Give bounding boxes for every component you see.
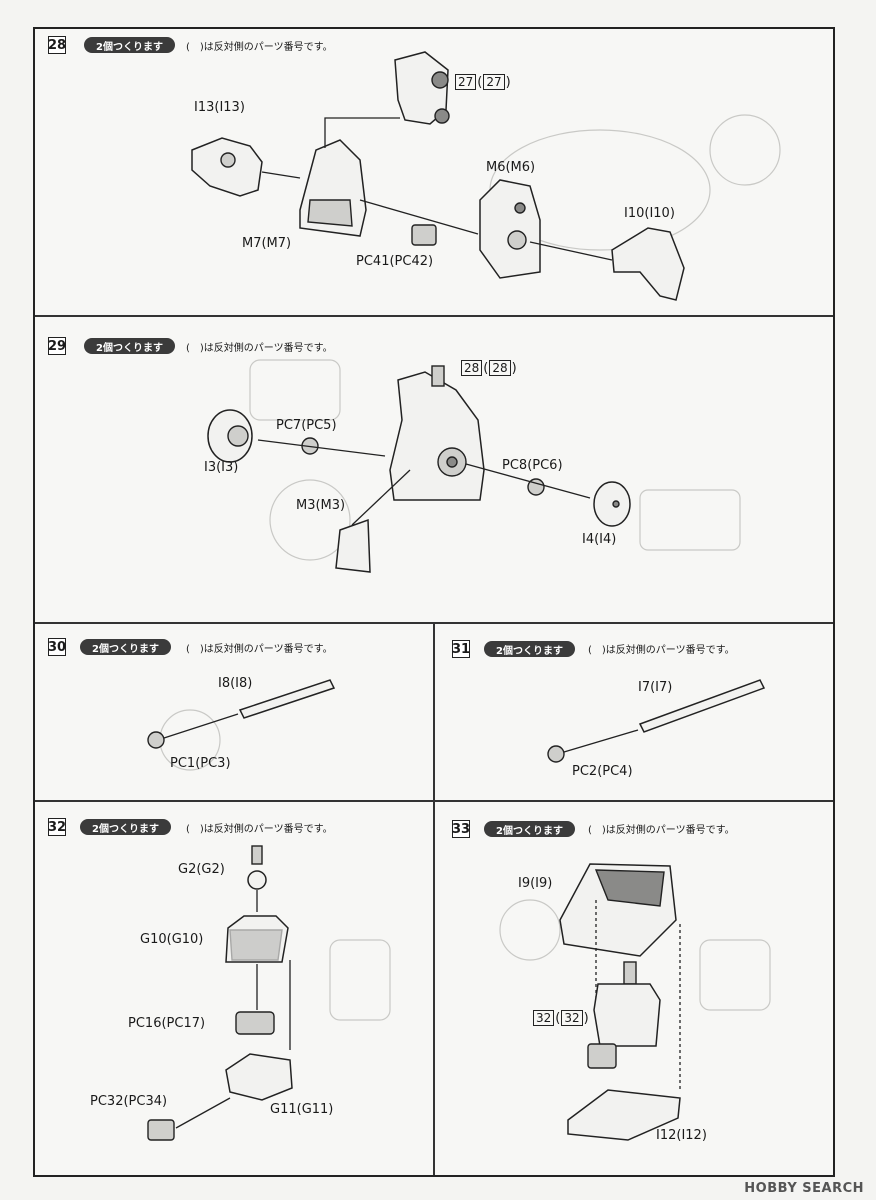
- label-g10: G10(G10): [140, 932, 204, 947]
- divider-vertical: [433, 622, 435, 1175]
- label-g2: G2(G2): [178, 862, 225, 877]
- ref-28-a: 28: [461, 360, 483, 376]
- label-i13: I13(I13): [194, 100, 245, 115]
- ref-27-b: 27: [483, 74, 505, 90]
- step-28-parts: [191, 51, 685, 301]
- step-number-32: 32: [47, 818, 67, 836]
- label-ref-32: 32(32): [532, 1010, 589, 1026]
- step-number-33: 33: [451, 820, 471, 838]
- label-ref-28: 28(28): [460, 360, 517, 376]
- ref-28-b: 28: [489, 360, 511, 376]
- opposite-side-note-30: ( )は反対側のパーツ番号です。: [186, 644, 333, 655]
- label-g11: G11(G11): [270, 1102, 334, 1117]
- label-pc2: PC2(PC4): [572, 764, 633, 779]
- step-32-parts: [147, 845, 293, 1141]
- step-30-parts: [147, 679, 336, 749]
- label-m3: M3(M3): [296, 498, 346, 513]
- ref-27-a: 27: [455, 74, 477, 90]
- make-two-badge-32: 2個つくります: [80, 819, 171, 835]
- make-two-badge-33: 2個つくります: [484, 821, 575, 837]
- label-i10: I10(I10): [624, 206, 675, 221]
- divider-28-29: [35, 315, 833, 317]
- opposite-side-note-29: ( )は反対側のパーツ番号です。: [186, 343, 333, 354]
- step-31-parts: [547, 679, 766, 763]
- label-i8: I8(I8): [218, 676, 253, 691]
- ref-32-a: 32: [533, 1010, 555, 1026]
- step-number-31: 31: [451, 640, 471, 658]
- label-pc7: PC7(PC5): [276, 418, 337, 433]
- make-two-badge-31: 2個つくります: [484, 641, 575, 657]
- opposite-side-note-33: ( )は反対側のパーツ番号です。: [588, 825, 735, 836]
- make-two-badge-30: 2個つくります: [80, 639, 171, 655]
- make-two-badge-28: 2個つくります: [84, 37, 175, 53]
- label-pc1: PC1(PC3): [170, 756, 231, 771]
- step-33-parts: [559, 863, 681, 1141]
- opposite-side-note-32: ( )は反対側のパーツ番号です。: [186, 824, 333, 835]
- label-i7: I7(I7): [638, 680, 673, 695]
- step-29-parts: [207, 365, 631, 573]
- label-i4: I4(I4): [582, 532, 617, 547]
- ref-32-b: 32: [561, 1010, 583, 1026]
- label-pc32: PC32(PC34): [90, 1094, 168, 1109]
- step-number-30: 30: [47, 638, 67, 656]
- opposite-side-note-28: ( )は反対側のパーツ番号です。: [186, 42, 333, 53]
- label-pc16: PC16(PC17): [128, 1016, 206, 1031]
- label-ref-27: 27(27): [454, 74, 511, 90]
- step-number-28: 28: [47, 36, 67, 54]
- label-i12: I12(I12): [656, 1128, 707, 1143]
- label-pc8: PC8(PC6): [502, 458, 563, 473]
- label-i9: I9(I9): [518, 876, 553, 891]
- opposite-side-note-31: ( )は反対側のパーツ番号です。: [588, 645, 735, 656]
- label-i3: I3(I3): [204, 460, 239, 475]
- label-m6: M6(M6): [486, 160, 536, 175]
- hobby-search-watermark: HOBBY SEARCH: [744, 1181, 864, 1196]
- label-m7: M7(M7): [242, 236, 292, 251]
- make-two-badge-29: 2個つくります: [84, 338, 175, 354]
- step-number-29: 29: [47, 337, 67, 355]
- label-pc41: PC41(PC42): [356, 254, 434, 269]
